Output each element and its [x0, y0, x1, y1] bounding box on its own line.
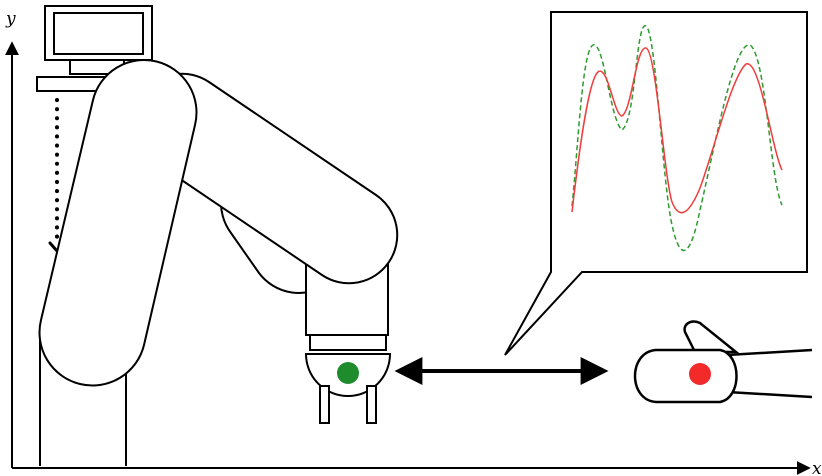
human-hand: [633, 320, 813, 404]
hand-point: [689, 363, 711, 385]
measured-trajectory-solid: [571, 47, 783, 214]
coordinate-axes: y x: [4, 9, 822, 476]
computer-icon: [36, 5, 165, 92]
y-axis-label: y: [5, 9, 16, 29]
robot-end-effector-point: [337, 362, 359, 384]
monitor-screen: [53, 12, 144, 55]
trajectory-callout: [504, 11, 808, 356]
robot-arm: [38, 58, 399, 466]
x-axis-label: x: [812, 459, 822, 476]
gripper-finger-right: [366, 385, 377, 424]
thumb: [683, 320, 740, 354]
gripper-mount: [309, 334, 387, 351]
gripper-finger-left: [319, 385, 330, 424]
callout-bubble: [504, 11, 808, 356]
forearm-line-bottom: [726, 390, 813, 399]
palm: [633, 348, 738, 404]
forearm-line-top: [726, 348, 813, 357]
lower-arm-link: [38, 58, 198, 387]
